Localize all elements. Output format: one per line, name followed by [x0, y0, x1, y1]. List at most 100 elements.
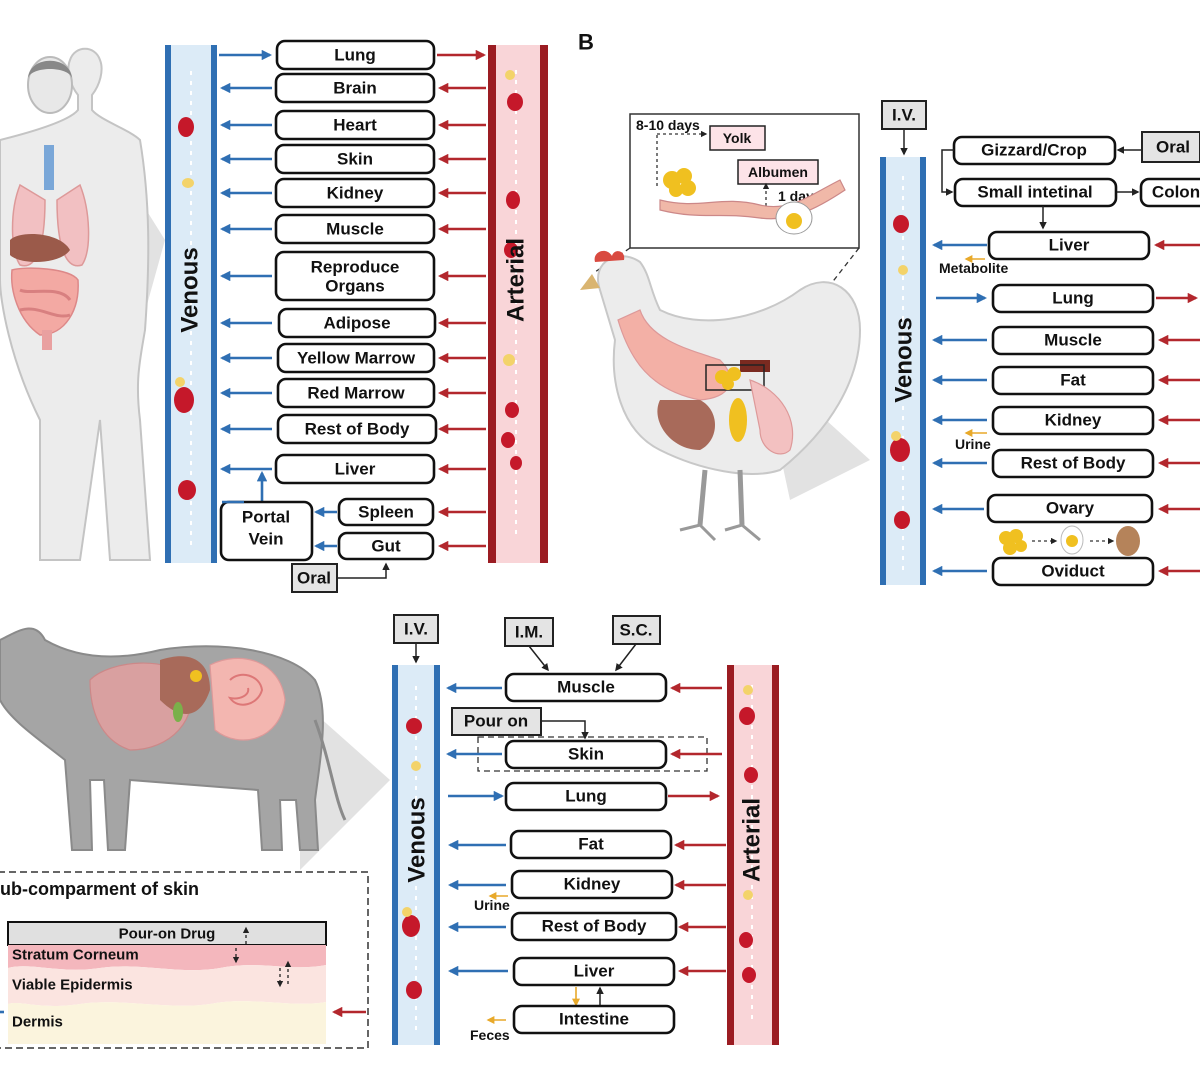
cattle-liver-label: Liver	[574, 962, 615, 981]
small-intestine-label: Small intetinal	[977, 183, 1092, 202]
portal-vein-label-1: Portal	[242, 508, 290, 527]
chicken-lung-label: Lung	[1052, 289, 1094, 308]
organ-gut-box: Gut	[337, 531, 435, 561]
cattle-muscle-box: Muscle	[504, 672, 668, 703]
cattle-iv-box: I.V.	[393, 614, 439, 644]
cattle-muscle-label: Muscle	[557, 678, 615, 697]
chicken-venous-vessel	[880, 157, 926, 585]
organ-adipose-box: Adipose	[277, 307, 437, 339]
organ-kidney-label: Kidney	[327, 184, 384, 203]
chicken-kidney-box: Kidney	[991, 405, 1155, 436]
cattle-rest-label: Rest of Body	[542, 917, 647, 936]
chicken-kidney-label: Kidney	[1045, 411, 1102, 430]
viable-label: Viable Epidermis	[12, 977, 133, 994]
chicken-fat-label: Fat	[1060, 371, 1086, 390]
chicken-rest-box: Rest of Body	[991, 448, 1155, 479]
inset-yolk-label: Yolk	[723, 130, 752, 146]
organ-liver-box: Liver	[274, 453, 436, 485]
organ-lung-box: Lung	[275, 39, 436, 71]
pour-on-drug-label: Pour-on Drug	[119, 926, 216, 943]
human-arterial-label: Arterial	[503, 238, 530, 322]
dermis-label: Dermis	[12, 1014, 63, 1031]
chicken-flow: I.V. Gizzard/Crop Oral Small intetinal C…	[881, 100, 1200, 587]
cattle-lung-label: Lung	[565, 787, 607, 806]
cattle-fat-label: Fat	[578, 835, 604, 854]
inset-albumen-label: Albumen	[748, 164, 808, 180]
human-venous-vessel	[165, 45, 217, 563]
organ-reproductive-label-2: Organs	[325, 277, 385, 296]
cattle-arterial-vessel	[727, 665, 779, 1045]
human-illustration	[0, 47, 165, 561]
skin-sub-title: ub-comparment of skin	[0, 879, 199, 899]
pour-on-box: Pour on	[451, 707, 542, 736]
chicken-venous-label: Venous	[891, 317, 918, 402]
cattle-lung-box: Lung	[504, 781, 668, 812]
human-arterial-vessel	[488, 45, 548, 563]
cattle-arterial-label: Arterial	[739, 798, 766, 882]
feces-label: Feces	[470, 1027, 510, 1043]
inset-days-label: 8-10 days	[636, 117, 700, 133]
cattle-intestine-label: Intestine	[559, 1010, 629, 1029]
organ-brain-box: Brain	[274, 72, 436, 104]
chicken-illustration	[580, 250, 870, 542]
chicken-muscle-label: Muscle	[1044, 331, 1102, 350]
colon-label: Colon	[1152, 183, 1200, 202]
organ-rest-box: Rest of Body	[276, 413, 438, 445]
metabolite-label: Metabolite	[939, 260, 1008, 276]
cattle-venous-vessel	[392, 665, 440, 1045]
chicken-fat-box: Fat	[991, 365, 1155, 396]
portal-vein-label-2: Vein	[249, 530, 284, 549]
organ-yellow-marrow-box: Yellow Marrow	[276, 342, 436, 374]
human-venous-label: Venous	[177, 247, 204, 332]
chicken-oral-label: Oral	[1156, 138, 1190, 157]
chicken-ovary-label: Ovary	[1046, 499, 1095, 518]
cattle-iv-label: I.V.	[404, 620, 428, 639]
chicken-lung-box: Lung	[991, 283, 1155, 314]
chicken-rest-label: Rest of Body	[1021, 454, 1126, 473]
cattle-intestine-box: Intestine	[512, 1004, 676, 1035]
chicken-oral-box: Oral	[1141, 131, 1200, 163]
chicken-liver-box: Liver	[987, 230, 1151, 261]
cattle-im-label: I.M.	[515, 623, 543, 642]
cattle-rest-box: Rest of Body	[510, 911, 678, 942]
organ-lung-label: Lung	[334, 46, 376, 65]
colon-box: Colon	[1139, 177, 1200, 208]
organ-spleen-label: Spleen	[358, 503, 414, 522]
organ-kidney-box: Kidney	[274, 177, 436, 209]
cattle-sc-box: S.C.	[612, 615, 661, 645]
human-oral-box: Oral	[291, 563, 338, 593]
cattle-illustration	[0, 627, 390, 870]
panel-b-label: B	[578, 30, 594, 55]
cattle-venous-label: Venous	[404, 797, 431, 882]
organ-liver-label: Liver	[335, 460, 376, 479]
chicken-oviduct-label: Oviduct	[1041, 562, 1105, 581]
cattle-skin-label: Skin	[568, 745, 604, 764]
organ-muscle-box: Muscle	[274, 213, 436, 245]
organ-red-marrow-label: Red Marrow	[307, 384, 405, 403]
skin-subcompartment-inset: ub-comparment of skin Pour-on Drug Strat…	[0, 871, 369, 1049]
organ-red-marrow-box: Red Marrow	[276, 377, 436, 409]
human-organs: Lung Brain Heart Skin Kidney Muscle Repr…	[219, 39, 487, 593]
chicken-iv-label: I.V.	[892, 106, 916, 125]
cattle-flow: I.V. I.M. S.C. Muscle Pour on Skin Lung …	[393, 614, 726, 1043]
organ-skin-box: Skin	[274, 143, 436, 175]
cattle-fat-box: Fat	[509, 829, 673, 860]
chicken-oviduct-box: Oviduct	[991, 556, 1155, 587]
small-intestine-box: Small intetinal	[953, 177, 1118, 208]
cattle-kidney-box: Kidney	[510, 869, 674, 900]
organ-gut-label: Gut	[371, 537, 401, 556]
chicken-urine-label: Urine	[955, 436, 991, 452]
organ-adipose-label: Adipose	[323, 314, 390, 333]
chicken-iv-box: I.V.	[881, 100, 927, 130]
chicken-liver-label: Liver	[1049, 236, 1090, 255]
organ-yellow-marrow-label: Yellow Marrow	[297, 349, 416, 368]
cattle-liver-box: Liver	[512, 956, 676, 987]
chicken-ovary-box: Ovary	[986, 493, 1154, 524]
cattle-kidney-label: Kidney	[564, 875, 621, 894]
organ-heart-label: Heart	[333, 116, 377, 135]
chicken-muscle-box: Muscle	[991, 325, 1155, 356]
cattle-urine-label: Urine	[474, 897, 510, 913]
cattle-sc-label: S.C.	[619, 621, 652, 640]
